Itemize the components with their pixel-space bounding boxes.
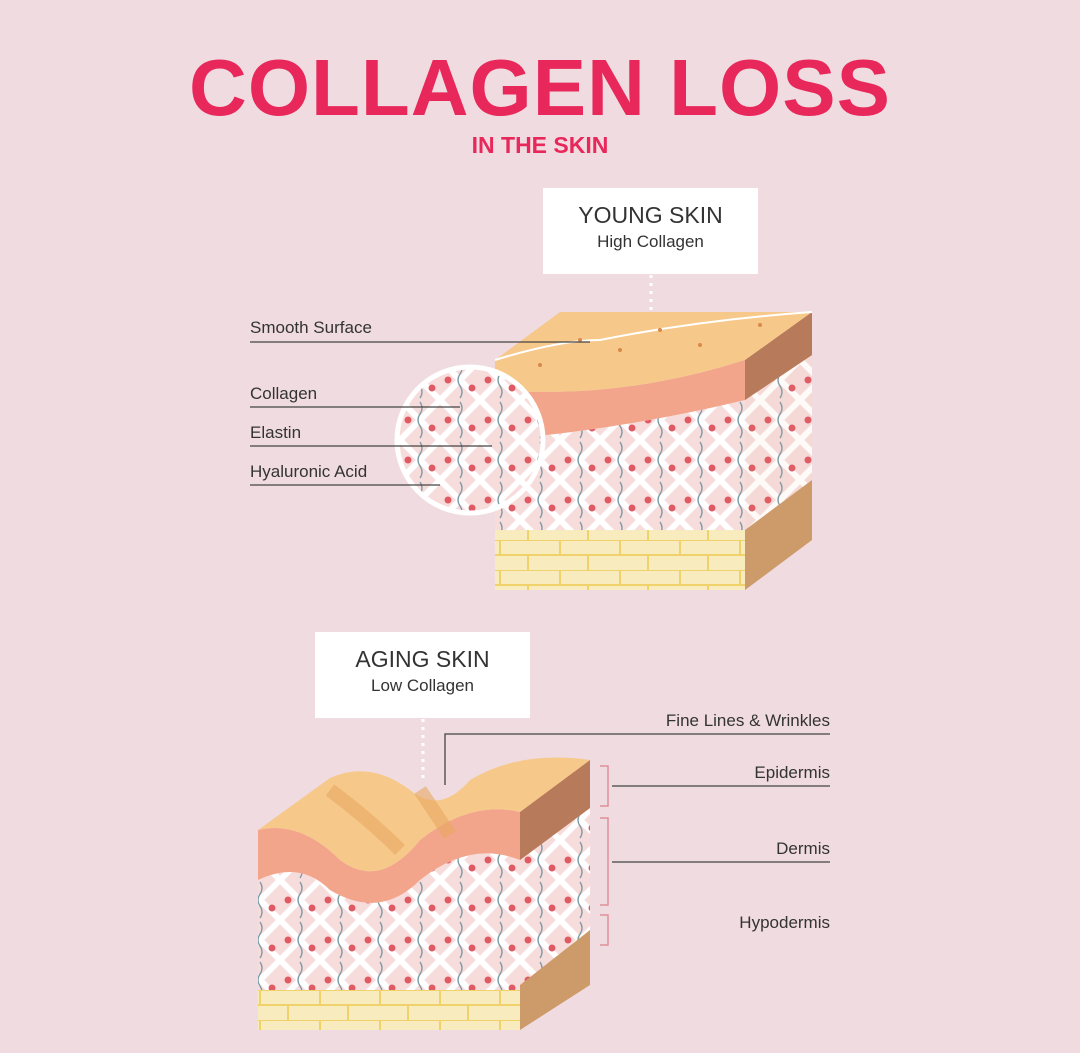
subtitle: IN THE SKIN [471,132,609,158]
main-title: COLLAGEN LOSS [189,43,891,132]
young-skin-subheading: High Collagen [597,232,704,251]
young-skin-heading: YOUNG SKIN [578,202,723,228]
young-leader-lines [250,341,590,486]
aging-leader-lines [444,733,830,863]
label-dermis: Dermis [776,839,830,858]
magnifier-circle [394,364,546,516]
label-elastin: Elastin [250,423,302,442]
layer-brackets [600,765,609,946]
young-skin-block [494,311,813,590]
label-hypodermis: Hypodermis [739,913,830,932]
label-smooth-surface: Smooth Surface [250,318,372,337]
label-collagen: Collagen [250,384,318,403]
label-epidermis: Epidermis [754,763,830,782]
aging-skin-block [258,757,590,1030]
label-fine-lines: Fine Lines & Wrinkles [665,711,830,730]
aging-skin-label-box: AGING SKIN Low Collagen [315,632,530,718]
young-skin-label-box: YOUNG SKIN High Collagen [543,188,758,274]
aging-skin-heading: AGING SKIN [355,646,490,672]
label-hyaluronic-acid: Hyaluronic Acid [250,462,368,481]
aging-skin-subheading: Low Collagen [370,676,474,695]
